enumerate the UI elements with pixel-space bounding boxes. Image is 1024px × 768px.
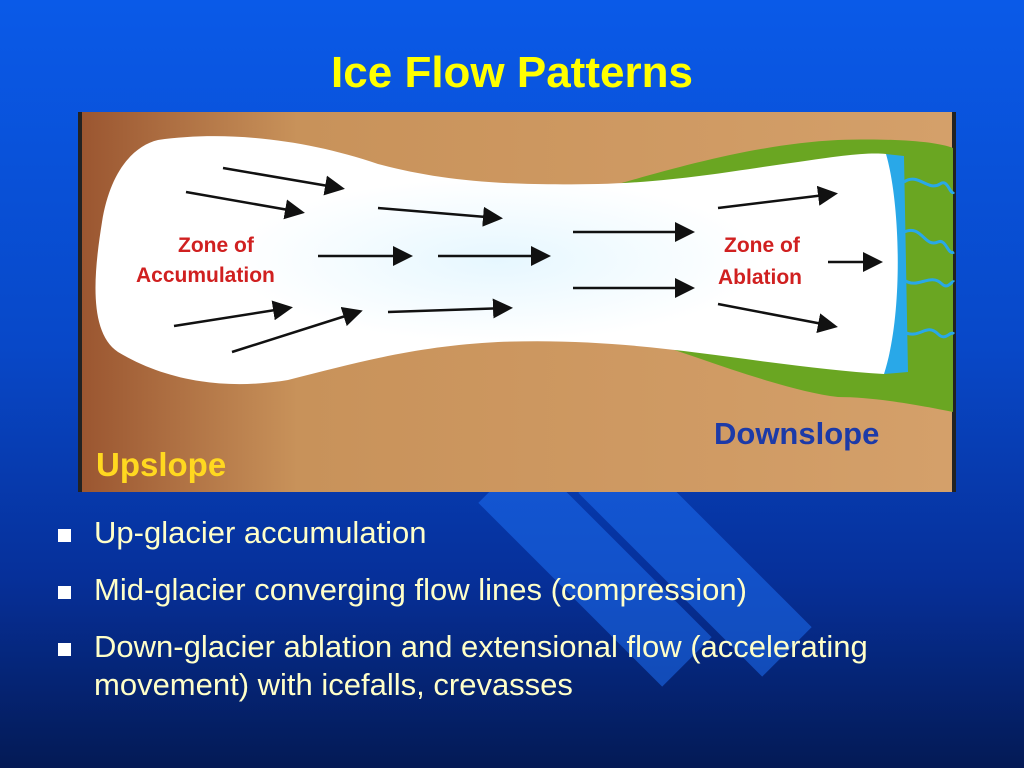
right-border xyxy=(952,112,956,492)
square-bullet-icon xyxy=(58,643,71,656)
zone-ablation-line1: Zone of xyxy=(724,234,801,257)
bullet-item: Mid-glacier converging flow lines (compr… xyxy=(58,571,978,609)
bullet-list: Up-glacier accumulation Mid-glacier conv… xyxy=(58,514,978,723)
bullet-text: Up-glacier accumulation xyxy=(94,515,427,550)
zone-accumulation-line2: Accumulation xyxy=(136,264,275,287)
square-bullet-icon xyxy=(58,586,71,599)
upslope-label: Upslope xyxy=(96,446,226,483)
bullet-item: Down-glacier ablation and extensional fl… xyxy=(58,628,978,704)
diagram-labels: Zone of Accumulation Zone of Ablation Up… xyxy=(96,234,879,483)
glacier-diagram: Zone of Accumulation Zone of Ablation Up… xyxy=(78,112,956,492)
square-bullet-icon xyxy=(58,529,71,542)
bullet-text: Down-glacier ablation and extensional fl… xyxy=(94,629,868,702)
meltwater-streams xyxy=(903,177,956,339)
bullet-item: Up-glacier accumulation xyxy=(58,514,978,552)
zone-ablation-line2: Ablation xyxy=(718,266,802,289)
flow-arrows xyxy=(173,166,883,354)
downslope-label: Downslope xyxy=(714,416,879,451)
zone-accumulation-line1: Zone of xyxy=(178,234,255,257)
left-border xyxy=(78,112,82,492)
glacier-diagram-svg: Zone of Accumulation Zone of Ablation Up… xyxy=(78,112,956,492)
glacier-ice xyxy=(95,136,898,385)
bullet-text: Mid-glacier converging flow lines (compr… xyxy=(94,572,747,607)
slide-title: Ice Flow Patterns xyxy=(331,48,693,97)
